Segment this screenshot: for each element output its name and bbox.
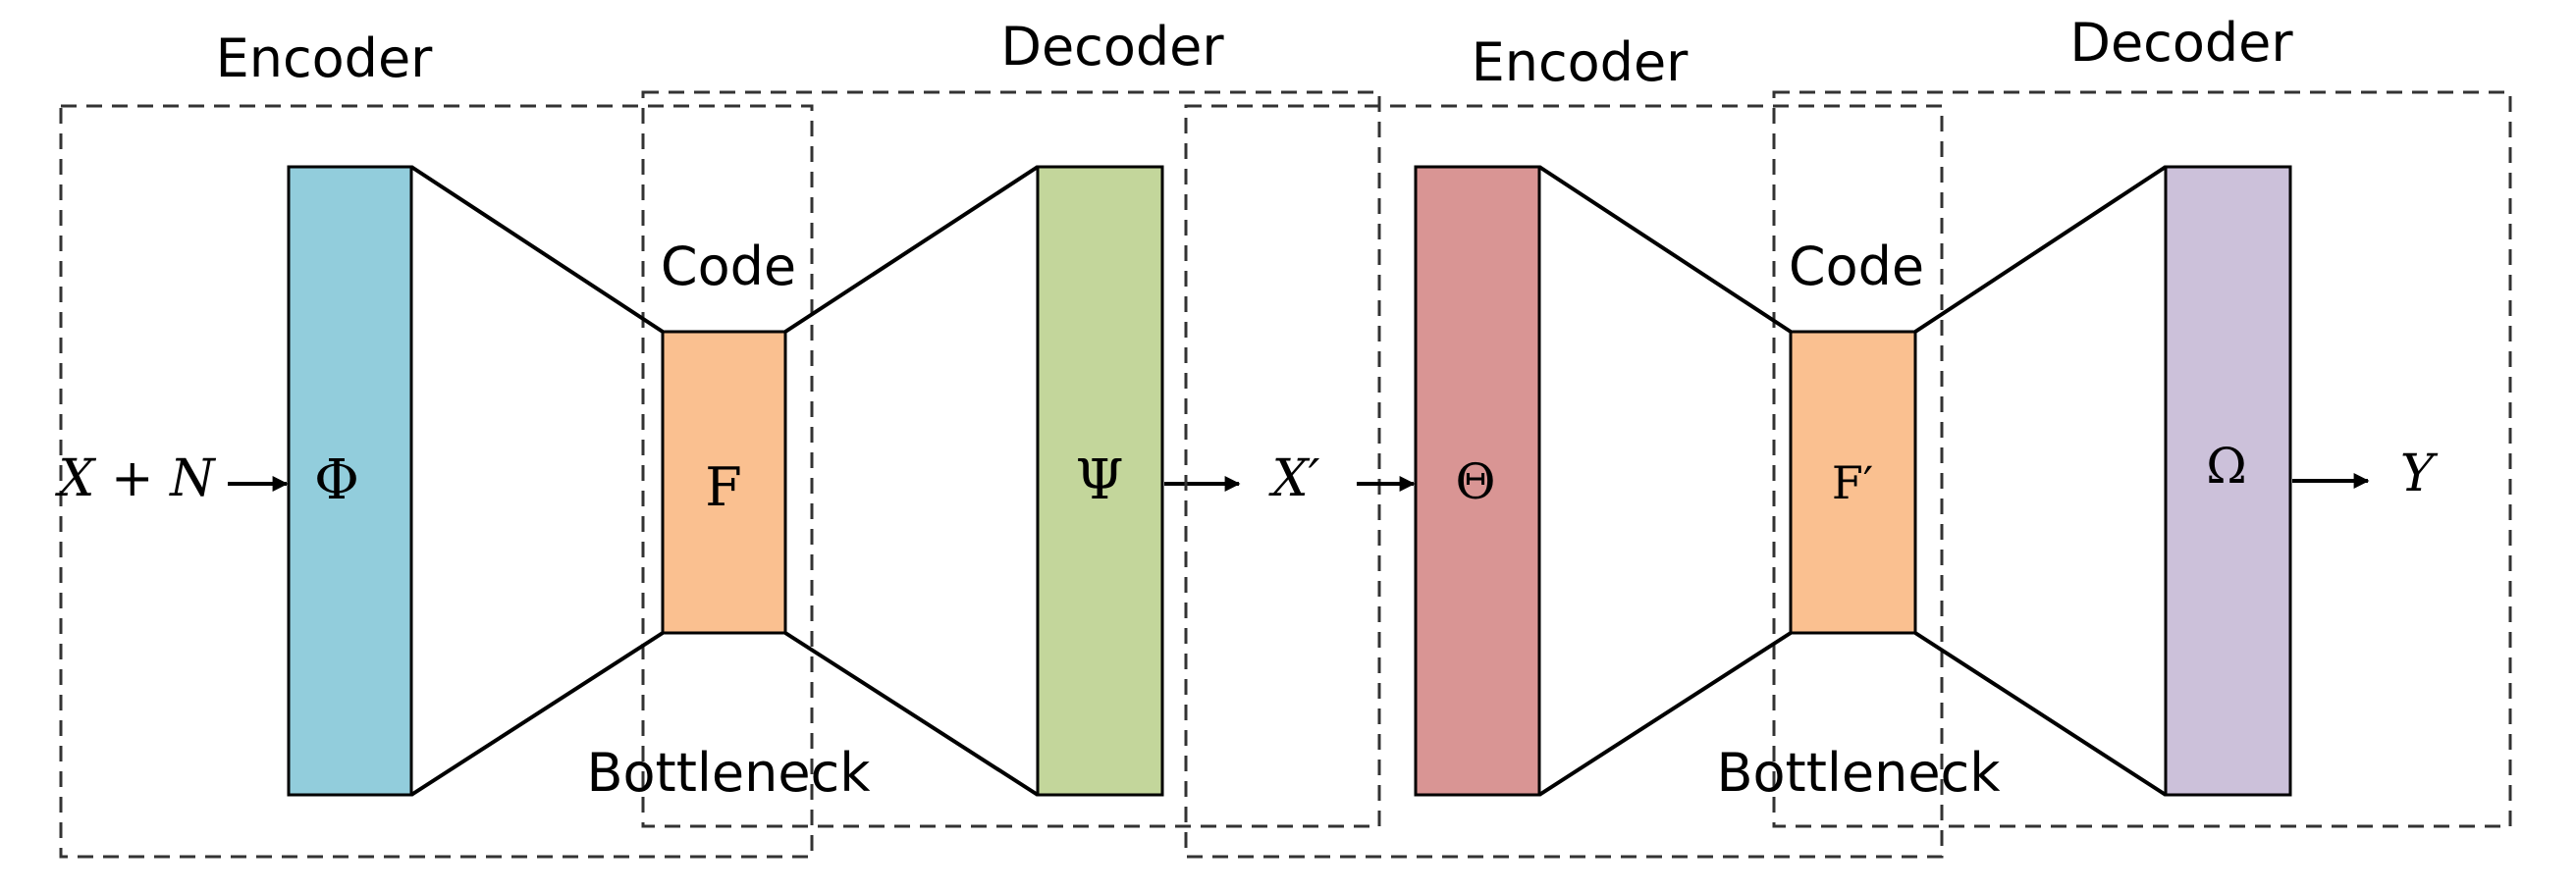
encoder-2-label: Encoder (1472, 31, 1690, 93)
decoder-1-block (1036, 165, 1164, 797)
decoder-2-symbol: Ω (2206, 438, 2246, 495)
code-1-block (661, 330, 787, 635)
encoder-1-symbol: Φ (314, 448, 359, 512)
input-1-label: X + N (54, 449, 216, 508)
output-2-label: Y (2400, 445, 2439, 503)
decoder-2-block (2164, 165, 2292, 797)
encoder-1-bottom-edge (409, 631, 665, 797)
decoder-1-symbol: Ψ (1075, 448, 1123, 512)
decoder-1-bottom-edge (783, 631, 1040, 797)
encoder-1-group (59, 104, 814, 859)
bottleneck-1-label: Bottleneck (586, 742, 871, 804)
decoder-2-bottom-edge (1913, 631, 2168, 797)
encoder-2-symbol: Θ (1456, 453, 1496, 510)
decoder-2-group (1772, 90, 2512, 828)
code-1-label: Code (661, 236, 796, 297)
output-1-label: X′ (1268, 449, 1320, 508)
decoder-2-top-edge (1913, 165, 2168, 334)
encoder-1-label: Encoder (216, 27, 434, 89)
encoder-2-block (1414, 165, 1541, 797)
encoder-2-group (1184, 104, 1944, 859)
bottleneck-2-label: Bottleneck (1716, 742, 2001, 804)
encoder-1-top-edge (409, 165, 665, 334)
encoder-2-bottom-edge (1537, 631, 1793, 797)
encoder-1-block (287, 165, 413, 797)
decoder-1-top-edge (783, 165, 1040, 334)
decoder-1-group (641, 90, 1381, 828)
code-2-symbol: F′ (1832, 456, 1873, 509)
code-2-label: Code (1789, 236, 1924, 297)
encoder-2-top-edge (1537, 165, 1793, 334)
decoder-1-label: Decoder (1000, 16, 1224, 78)
code-1-symbol: F (705, 456, 741, 518)
decoder-2-label: Decoder (2069, 12, 2293, 74)
code-2-block (1789, 330, 1917, 635)
